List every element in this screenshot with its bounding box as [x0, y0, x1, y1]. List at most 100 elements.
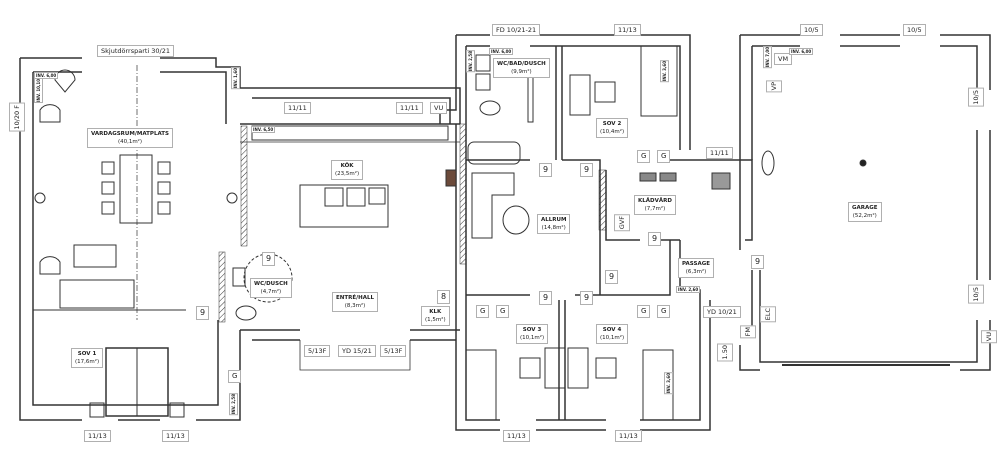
room-label-wc-dusch: WC/DUSCH (4,7m²)	[250, 278, 292, 298]
window-label: YD 10/21	[703, 306, 741, 318]
hatched-walls	[218, 123, 607, 323]
room-area: (10,1m²)	[600, 335, 625, 341]
room-label-wc-bad: WC/BAD/DUSCH (9,9m²)	[493, 58, 550, 78]
room-label-allrum: ALLRUM (14,8m²)	[537, 214, 571, 234]
room-area: (8,3m²)	[344, 303, 366, 309]
height-note: INV. 1,60	[231, 67, 240, 90]
room-name: ENTRÉ/HALL	[336, 295, 374, 301]
height-note: INV. 6,50	[251, 126, 276, 133]
room-name: SOV 3	[522, 327, 542, 333]
storage-mark: G	[637, 150, 651, 163]
window-label: 11/13	[84, 430, 111, 442]
height-note: INV. 10,10	[34, 78, 43, 103]
room-area: (40,1m²)	[117, 139, 143, 145]
door-number: 9	[196, 306, 210, 320]
room-name: WC/BAD/DUSCH	[497, 61, 546, 67]
window-label: 11/13	[503, 430, 530, 442]
window-label: 11/11	[706, 147, 733, 159]
equipment-label: GVF	[614, 214, 630, 232]
storage-mark: G	[476, 305, 490, 318]
room-label-sov3: SOV 3 (10,1m²)	[516, 324, 549, 344]
room-name: PASSAGE	[682, 261, 710, 267]
window-label: YD 15/21	[338, 345, 376, 357]
window-label: 11/11	[284, 102, 311, 114]
room-label-entre: ENTRÉ/HALL (8,3m²)	[332, 292, 378, 312]
window-label: 11/13	[614, 24, 641, 36]
room-name: SOV 1	[77, 351, 97, 357]
room-name: ALLRUM	[541, 217, 567, 223]
door-number: 8	[437, 290, 451, 304]
room-label-sov1: SOV 1 (17,6m²)	[71, 348, 104, 368]
height-note: INV. 6,00	[34, 72, 59, 79]
room-name: KLÄDVÅRD	[638, 198, 672, 204]
room-label-klk: KLK (1,5m²)	[421, 306, 450, 326]
room-label-kok: KÖK (23,5m²)	[331, 160, 364, 180]
window-label: 5/13F	[304, 345, 331, 357]
window-label: 10/5	[903, 24, 926, 36]
door-number: 9	[648, 232, 662, 246]
height-note: INV. 6,00	[489, 48, 514, 55]
window-label: 10/5	[968, 285, 984, 304]
height-note: INV. 2,60	[676, 286, 701, 293]
window-label: VU	[430, 102, 448, 114]
room-area: (7,7m²)	[644, 206, 666, 212]
window-label: 5/13F	[380, 345, 407, 357]
window-label: 10/20 F	[9, 103, 25, 132]
room-name: SOV 2	[602, 121, 622, 127]
room-label-sov4: SOV 4 (10,1m²)	[596, 324, 629, 344]
storage-mark: G	[657, 305, 671, 318]
room-area: (52,2m²)	[852, 213, 877, 219]
room-area: (4,7m²)	[260, 289, 282, 295]
room-area: (23,5m²)	[335, 171, 360, 177]
room-area: (1,5m²)	[425, 317, 446, 323]
window-label: Skjutdörrsparti 30/21	[97, 45, 175, 57]
furniture	[33, 45, 950, 421]
room-area: (10,4m²)	[600, 129, 625, 135]
room-label-vardagsrum: VARDAGSRUM/MATPLATS (40,1m²)	[87, 128, 173, 148]
height-note: INV. 7,00	[763, 46, 772, 69]
storage-mark: G	[496, 305, 510, 318]
room-area: (6,3m²)	[685, 269, 707, 275]
height-note: INV. 3,60	[660, 60, 669, 83]
height-note: INV. 6,00	[789, 48, 814, 55]
room-name: SOV 4	[602, 327, 622, 333]
storage-mark: G	[657, 150, 671, 163]
window-label: 10/5	[800, 24, 823, 36]
door-number: 9	[580, 163, 594, 177]
equipment-label: ELC	[760, 306, 776, 323]
room-name: VARDAGSRUM/MATPLATS	[91, 131, 169, 137]
room-area: (9,9m²)	[511, 69, 532, 75]
window-label: 10/5	[968, 88, 984, 107]
room-label-garage: GARAGE (52,2m²)	[848, 202, 882, 222]
equipment-label: FM	[740, 325, 756, 339]
height-note: INV. 3,60	[664, 372, 673, 395]
equipment-label: 1.50	[717, 343, 733, 362]
door-number: 9	[262, 252, 276, 266]
room-name: GARAGE	[852, 205, 878, 211]
equipment-label: VP	[766, 80, 782, 93]
window-label: 11/13	[162, 430, 189, 442]
room-area: (14,8m²)	[541, 225, 566, 231]
room-name: KLK	[429, 309, 442, 315]
height-note: INV. 2,58	[229, 393, 238, 416]
door-number: 9	[605, 270, 619, 284]
equipment-label: VM	[774, 53, 793, 65]
walls	[19, 34, 991, 431]
height-note: INV. 2,58	[466, 50, 475, 73]
storage-mark: G	[228, 370, 242, 383]
room-area: (17,6m²)	[75, 359, 100, 365]
storage-mark: G	[637, 305, 651, 318]
door-number: 9	[751, 255, 765, 269]
window-label: 11/11	[396, 102, 423, 114]
equipment-label: VU	[981, 330, 997, 344]
room-name: WC/DUSCH	[254, 281, 288, 287]
door-number: 9	[539, 291, 553, 305]
room-name: KÖK	[340, 163, 354, 169]
room-label-passage: PASSAGE (6,3m²)	[678, 258, 714, 278]
window-label: FD 10/21-21	[492, 24, 541, 36]
room-area: (10,1m²)	[520, 335, 545, 341]
room-label-sov2: SOV 2 (10,4m²)	[596, 118, 629, 138]
window-label: 11/13	[615, 430, 642, 442]
door-number: 9	[539, 163, 553, 177]
